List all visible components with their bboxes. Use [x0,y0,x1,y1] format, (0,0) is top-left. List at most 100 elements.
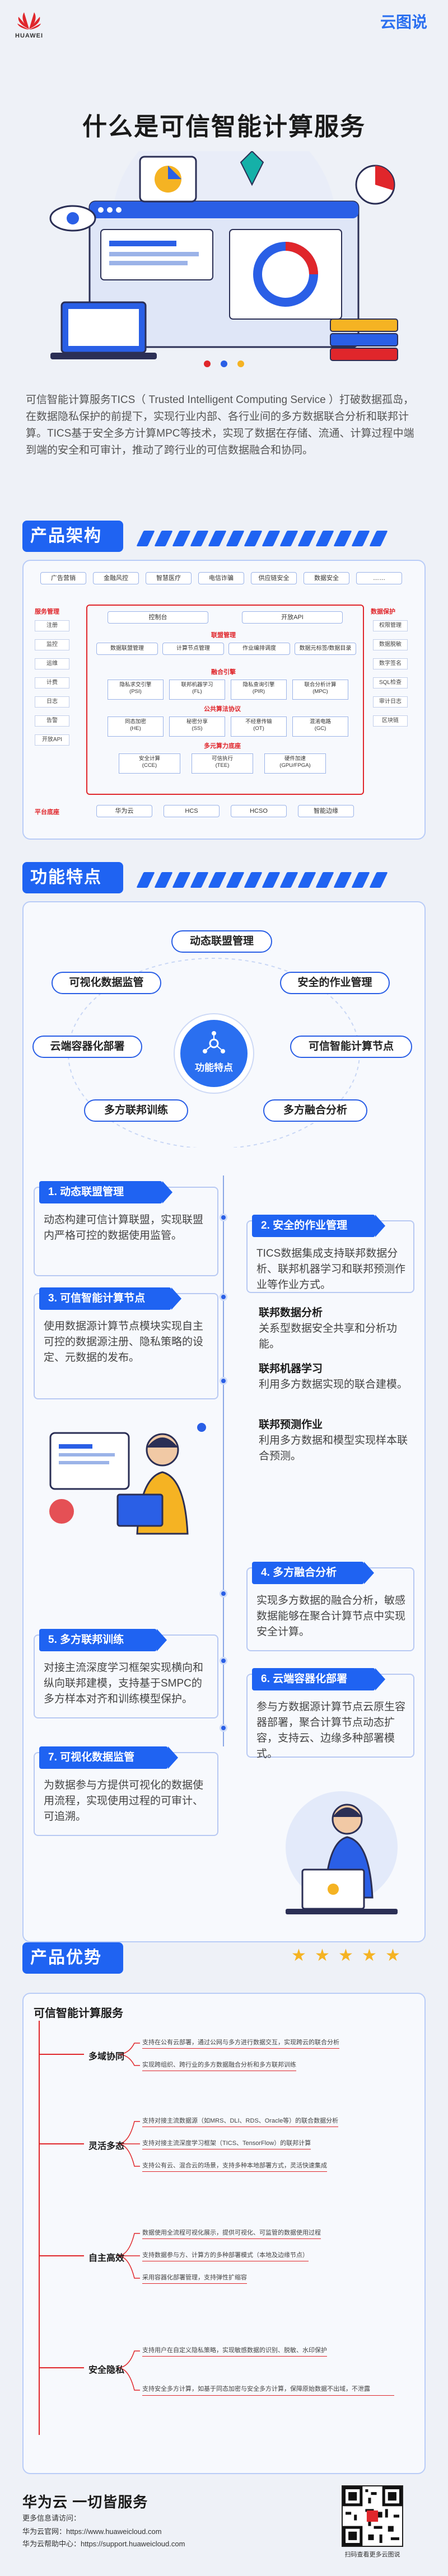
industry-tag: …… [356,572,402,584]
engine_cells-cell: 联邦机器学习 (FL) [169,680,225,700]
sub-feature-title: 联邦数据分析 [255,1304,329,1319]
advantage-item: 实现跨组织、跨行业的多方数据融合分析和多方联邦训练 [142,2060,296,2071]
footer-subtitle: 更多信息请访问： [22,2514,81,2522]
feature-card-title: 1. 动态联盟管理 [39,1181,172,1203]
hardware-title: 多元算力底座 [204,743,241,750]
footer-link-official[interactable]: 华为云官网：https://www.huaweicloud.com [22,2527,162,2536]
partner-logo: 云图说 [373,11,435,50]
orbit-item: 多方联邦训练 [84,1099,188,1122]
person-illustration [49,1423,206,1535]
timeline-line [223,1175,224,1746]
feature-card-title: 5. 多方联邦训练 [39,1629,167,1651]
advantage-item: 采用容器化部署管理，支持弹性扩缩容 [142,2273,247,2284]
cloud-chat-icon: 云图说 [380,13,427,31]
timeline-dot [220,1724,227,1732]
star-icon: ★ [315,1946,330,1965]
advantage-item: 支持对接主流数据源（如MRS、DLI、RDS、Oracle等）的联合数据分析 [142,2116,339,2127]
feature-card-title: 7. 可视化数据监管 [39,1746,178,1769]
sub-feature-title: 联邦机器学习 [255,1360,329,1375]
feature-card-text: TICS数据集成支持联邦数据分析、联邦机器学习和联邦预测作业等作业方式。 [256,1248,406,1291]
footer-link-support[interactable]: 华为云帮助中心：https://support.huaweicloud.com [22,2540,185,2548]
star-icon: ★ [338,1946,353,1965]
network-icon [203,1031,225,1053]
core-frame [86,605,364,795]
platform-title: 平台底座 [35,809,59,816]
timeline-dot [220,1590,227,1598]
timeline-dot [220,1214,227,1221]
right-item: SQL检查 [373,677,408,689]
left-item: 注册 [35,620,69,631]
advantage-item: 支持安全多方计算，如基于同态加密与安全多方计算，保障原始数据不出域，不泄露 [142,2385,394,2396]
section-stripes [129,867,398,889]
platform-item: HCS [164,805,220,817]
advantage-item: 支持在公有云部署，通过公网与多方进行数据交互，实现跨云的联合分析 [142,2038,339,2049]
protocol-title: 公共算法协议 [204,706,241,713]
advantage-tree-lines [39,2021,140,2435]
engine_cells-cell: 隐私查询引擎 (PIR) [231,680,287,700]
advantage-category: 多域协同 [88,2052,125,2062]
hardware_cells-cell: 安全计算 (CCE) [119,753,180,774]
section-stripes [129,525,398,547]
huawei-logo: HUAWEI [13,9,45,48]
sub-feature-text: 关系型数据安全共享和分析功能。 [259,1323,398,1350]
row2-cell: 作业编排调度 [228,643,290,655]
engine-title: 融合引擎 [211,669,236,676]
qr-code[interactable] [342,2485,403,2547]
section-title-architecture: 产品架构 [22,521,123,552]
advantage-item: 支持公有云、混合云的场景，支持多种本地部署方式，灵活快速集成 [142,2161,327,2172]
feature-card-text: 实现多方数据的融合分析，敏感数据能够在聚合计算节点中实现安全计算。 [256,1595,406,1638]
industry-tag: 金融风控 [93,572,139,584]
row2-cell: 数据联盟管理 [96,643,158,655]
right-item: 审计日志 [373,696,408,708]
feature-card-title: 4. 多方融合分析 [252,1562,374,1584]
sub-feature-text: 利用多方数据和模型实现样本联合预测。 [259,1435,408,1462]
feature-card-text: 动态构建可信计算联盟，实现联盟内严格可控的数据使用监管。 [44,1214,204,1242]
platform-item: HCSO [231,805,287,817]
left-item: 开放API [35,734,69,746]
center-label: 功能特点 [195,1062,233,1073]
feature-card-text: 为数据参与方提供可视化的数据使用流程，实现使用过程的可审计、可追溯。 [44,1779,204,1823]
left-group-title: 服务管理 [35,608,59,615]
intro-paragraph: 可信智能计算服务TICS（ Trusted Intelligent Comput… [26,394,414,456]
left-item: 运维 [35,658,69,669]
left-item: 日志 [35,696,69,708]
timeline-dot [220,1377,227,1385]
industry-tag: 数据安全 [304,572,349,584]
center-hub: 功能特点 [180,1020,248,1087]
architecture-diagram: 广告营销金融风控智慧医疗电信诈骗供应链安全数据安全…… 服务管理 注册监控运维计… [22,560,426,840]
industry-tag: 智慧医疗 [146,572,192,584]
advantage-category: 安全隐私 [88,2366,125,2375]
right-item: 数字签名 [373,658,408,669]
protocol_cells-cell: 混淆电路 (GC) [292,716,348,737]
row1-cell: 控制台 [108,611,208,624]
advantages-root: 可信智能计算服务 [34,2007,123,2020]
right-item: 区块链 [373,715,408,727]
row2-cell: 计算节点管理 [162,643,224,655]
timeline-dot [220,1657,227,1665]
right-group-title: 数据保护 [371,608,395,615]
page-title: 什么是可信智能计算服务 [82,113,366,140]
star-icon: ★ [362,1946,377,1965]
orbit-item: 云端容器化部署 [32,1036,142,1058]
right-item: 数据脱敏 [373,639,408,650]
orbit-item: 可信智能计算节点 [290,1036,412,1058]
advantage-category: 自主高效 [88,2254,125,2263]
left-item: 告警 [35,715,69,727]
protocol_cells-cell: 秘密分享 (SS) [169,716,225,737]
hardware_cells-cell: 可信执行 (TEE) [192,753,253,774]
feature-card-text: 对接主流深度学习框架实现横向和纵向联邦建模，支持基于SMPC的多方样本对齐和训练… [44,1662,204,1705]
advantages-panel [22,1993,426,2474]
orbit-item: 可视化数据监管 [52,972,161,994]
star-icon: ★ [291,1946,306,1965]
industry-tag: 供应链安全 [251,572,297,584]
hardware_cells-cell: 硬件加速 (GPU/FPGA) [264,753,326,774]
left-item: 监控 [35,639,69,650]
feature-card-title: 6. 云端容器化部署 [252,1668,385,1690]
feature-card-title: 3. 可信智能计算节点 [39,1287,181,1310]
huawei-petal-icon [17,12,41,30]
qr-pattern-icon [343,2486,402,2546]
left-item: 计费 [35,677,69,689]
advantage-item: 支持对接主流深度学习框架（TICS、TensorFlow）的联邦计算 [142,2138,311,2149]
sub-feature-title: 联邦预测作业 [255,1416,329,1431]
row1-cell: 开放API [242,611,343,624]
